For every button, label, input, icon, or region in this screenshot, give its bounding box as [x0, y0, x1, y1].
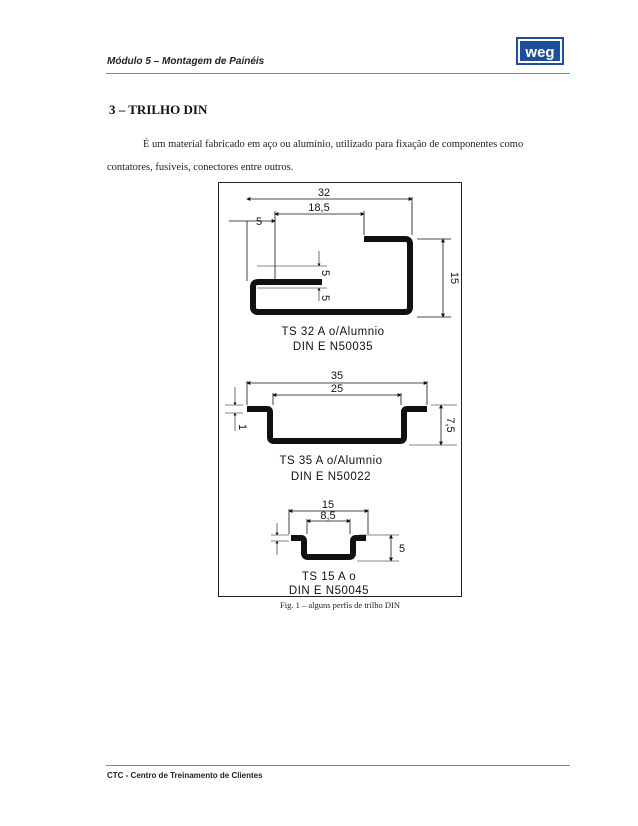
footer-text: CTC - Centro de Treinamento de Clientes [107, 771, 263, 780]
figure-caption: Fig. 1 – alguns perfis de trilho DIN [280, 600, 400, 610]
ts35-dim-total: 35 [331, 370, 343, 382]
profile-ts32: 32 18,5 5 15 5 5 TS 32 A o/Alumnio DIN E… [229, 187, 460, 353]
din-rail-drawings: 32 18,5 5 15 5 5 TS 32 A o/Alumnio DIN E… [225, 187, 460, 597]
ts32-dim-inner: 18,5 [308, 202, 329, 214]
ts35-dim-left: 1 [236, 424, 248, 430]
profile-ts35-shape [247, 406, 427, 444]
ts35-label-line2: DIN E N50022 [291, 471, 371, 483]
ts15-dim-inner: 8,5 [320, 510, 335, 522]
ts15-label-line2: DIN E N50045 [289, 585, 369, 597]
ts15-dim-height: 5 [399, 543, 405, 555]
body-paragraph: É um material fabricado em aço ou alumín… [107, 133, 569, 179]
ts35-dim-height: 7,5 [444, 417, 456, 432]
profile-ts15-shape [291, 535, 366, 560]
ts32-label-line1: TS 32 A o/Alumnio [281, 326, 384, 338]
weg-logo-icon: weg [516, 37, 564, 65]
ts35-dim-inner: 25 [331, 383, 343, 395]
profile-ts15: 15 8,5 5 TS 15 A o DIN E N50045 [271, 499, 405, 597]
ts15-dim-total: 15 [322, 499, 334, 511]
ts32-dim-total: 32 [318, 187, 330, 199]
ts32-dim-height: 15 [448, 272, 460, 284]
footer-divider [106, 765, 570, 766]
ts32-label-line2: DIN E N50035 [293, 341, 373, 353]
paragraph-text: É um material fabricado em aço ou alumín… [107, 139, 524, 173]
din-rail-figure: 32 18,5 5 15 5 5 TS 32 A o/Alumnio DIN E… [218, 182, 462, 597]
header-divider [106, 73, 570, 74]
ts15-label-line1: TS 15 A o [302, 571, 356, 583]
ts32-dim-left: 5 [256, 216, 262, 228]
ts32-dim-small-b: 5 [319, 295, 331, 301]
ts32-dim-small-a: 5 [319, 270, 331, 276]
module-title: Módulo 5 – Montagem de Painéis [107, 56, 265, 67]
profile-ts32-shape [250, 236, 413, 315]
profile-ts35: 35 25 1 7,5 TS 35 A o/Alumnio DIN E N500… [225, 370, 457, 483]
logo-text: weg [524, 44, 554, 61]
ts35-label-line1: TS 35 A o/Alumnio [279, 455, 382, 467]
section-title: 3 – TRILHO DIN [109, 102, 208, 117]
